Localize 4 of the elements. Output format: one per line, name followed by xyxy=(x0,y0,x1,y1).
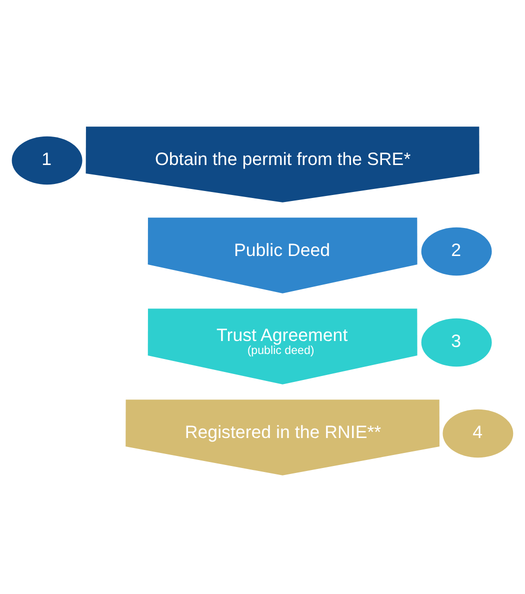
node-ellipse: 4 xyxy=(442,409,514,458)
node-ellipse: 2 xyxy=(421,227,492,276)
node-ellipse: 1 xyxy=(12,136,82,185)
node-ellipse: 3 xyxy=(421,318,492,367)
